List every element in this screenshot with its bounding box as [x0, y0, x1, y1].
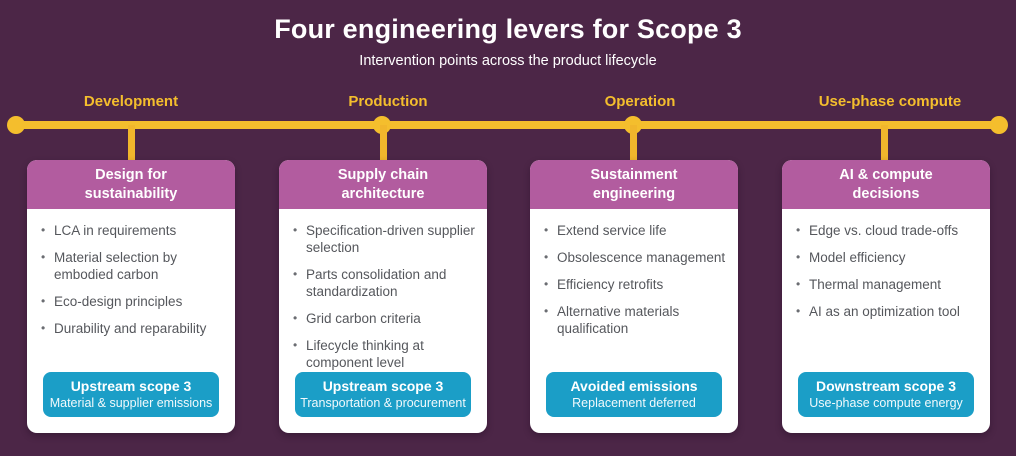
bullet-text: Lifecycle thinking at component level — [306, 338, 424, 370]
badge-title: Avoided emissions — [570, 378, 698, 394]
badge-title: Downstream scope 3 — [815, 378, 957, 394]
bullet-text: Obsolescence management — [557, 250, 726, 265]
scope-badge: Downstream scope 3 Use-phase compute ene… — [798, 372, 974, 417]
bullet-list: • LCA in requirements • Material selection… — [27, 209, 235, 337]
bullet-text: Grid carbon criteria — [306, 311, 421, 326]
timeline-dot-start — [7, 116, 25, 134]
badge-subtitle: Transportation & procurement — [300, 396, 466, 410]
bullet-text: Eco-design principles — [54, 294, 183, 309]
card-supply-chain-architecture: Supply chain architecture • Specification… — [279, 160, 487, 433]
timeline-connector-use-phase — [881, 125, 888, 162]
bullet-dot-icon: • — [796, 223, 801, 237]
timeline-connector-production — [380, 125, 387, 162]
card-title: Design for sustainability — [27, 160, 235, 209]
card-title: AI & compute decisions — [782, 160, 990, 209]
bullet-dot-icon: • — [293, 223, 298, 237]
bullet-dot-icon: • — [544, 250, 549, 264]
bullet-text: Material selection by embodied carbon — [54, 250, 178, 282]
scope-badge: Upstream scope 3 Material & supplier emi… — [43, 372, 219, 417]
bullet-item: • Grid carbon criteria — [293, 310, 475, 327]
bullet-item: • Specification-driven supplier selection — [293, 222, 475, 256]
timeline-dot-end — [990, 116, 1008, 134]
bullet-text: Parts consolidation and standardization — [306, 267, 447, 299]
phase-label-use-phase-compute: Use-phase compute — [818, 93, 962, 110]
phase-label-operation: Operation — [604, 93, 676, 110]
bullet-text: Alternative materials qualification — [557, 304, 680, 336]
scope-badge: Upstream scope 3 Transportation & procur… — [295, 372, 471, 417]
card-title: Supply chain architecture — [279, 160, 487, 209]
bullet-dot-icon: • — [544, 304, 549, 318]
bullet-text: Durability and reparability — [54, 321, 207, 336]
bullet-item: • Alternative materials qualification — [544, 303, 726, 337]
bullet-text: Thermal management — [809, 277, 942, 292]
timeline-connector-development — [128, 125, 135, 162]
badge-subtitle: Material & supplier emissions — [49, 396, 213, 410]
bullet-item: • Eco-design principles — [41, 293, 223, 310]
bullet-text: Model efficiency — [809, 250, 906, 265]
page-subtitle: Intervention points across the product l… — [359, 53, 657, 69]
bullet-dot-icon: • — [796, 277, 801, 291]
card-sustainment-engineering: Sustainment engineering • Extend service … — [530, 160, 738, 433]
bullet-item: • Lifecycle thinking at component level — [293, 337, 475, 371]
bullet-item: • Efficiency retrofits — [544, 276, 726, 293]
bullet-text: Specification-driven supplier selection — [306, 223, 475, 255]
bullet-dot-icon: • — [41, 321, 46, 335]
phase-label-development: Development — [83, 93, 179, 110]
bullet-text: Extend service life — [557, 223, 667, 238]
phase-label-production: Production — [348, 93, 428, 110]
bullet-dot-icon: • — [544, 223, 549, 237]
bullet-item: • Extend service life — [544, 222, 726, 239]
bullet-item: • Durability and reparability — [41, 320, 223, 337]
bullet-list: • Extend service life • Obsolescence manag… — [530, 209, 738, 337]
card-design-for-sustainability: Design for sustainability • LCA in requir… — [27, 160, 235, 433]
timeline-bar — [16, 121, 1000, 129]
timeline-connector-operation — [630, 125, 637, 162]
bullet-list: • Specification-driven supplier selection… — [279, 209, 487, 371]
bullet-item: • Thermal management — [796, 276, 978, 293]
bullet-dot-icon: • — [293, 311, 298, 325]
bullet-text: AI as an optimization tool — [809, 304, 960, 319]
badge-title: Upstream scope 3 — [322, 378, 444, 394]
bullet-dot-icon: • — [544, 277, 549, 291]
bullet-dot-icon: • — [41, 294, 46, 308]
bullet-text: Edge vs. cloud trade-offs — [809, 223, 959, 238]
badge-subtitle: Replacement deferred — [572, 396, 696, 410]
bullet-dot-icon: • — [293, 338, 298, 352]
bullet-dot-icon: • — [796, 250, 801, 264]
bullet-item: • LCA in requirements — [41, 222, 223, 239]
bullet-dot-icon: • — [293, 267, 298, 281]
bullet-dot-icon: • — [41, 223, 46, 237]
card-ai-compute-decisions: AI & compute decisions • Edge vs. cloud t… — [782, 160, 990, 433]
bullet-item: • AI as an optimization tool — [796, 303, 978, 320]
bullet-text: Efficiency retrofits — [557, 277, 664, 292]
bullet-item: • Obsolescence management — [544, 249, 726, 266]
bullet-dot-icon: • — [41, 250, 46, 264]
bullet-item: • Model efficiency — [796, 249, 978, 266]
badge-title: Upstream scope 3 — [70, 378, 192, 394]
bullet-list: • Edge vs. cloud trade-offs • Model effici… — [782, 209, 990, 320]
badge-subtitle: Use-phase compute energy — [809, 396, 963, 410]
bullet-text: LCA in requirements — [54, 223, 177, 238]
page-title: Four engineering levers for Scope 3 — [274, 14, 742, 44]
scope-badge: Avoided emissions Replacement deferred — [546, 372, 722, 417]
bullet-dot-icon: • — [796, 304, 801, 318]
bullet-item: • Edge vs. cloud trade-offs — [796, 222, 978, 239]
bullet-item: • Parts consolidation and standardization — [293, 266, 475, 300]
card-title: Sustainment engineering — [530, 160, 738, 209]
bullet-item: • Material selection by embodied carbon — [41, 249, 223, 283]
